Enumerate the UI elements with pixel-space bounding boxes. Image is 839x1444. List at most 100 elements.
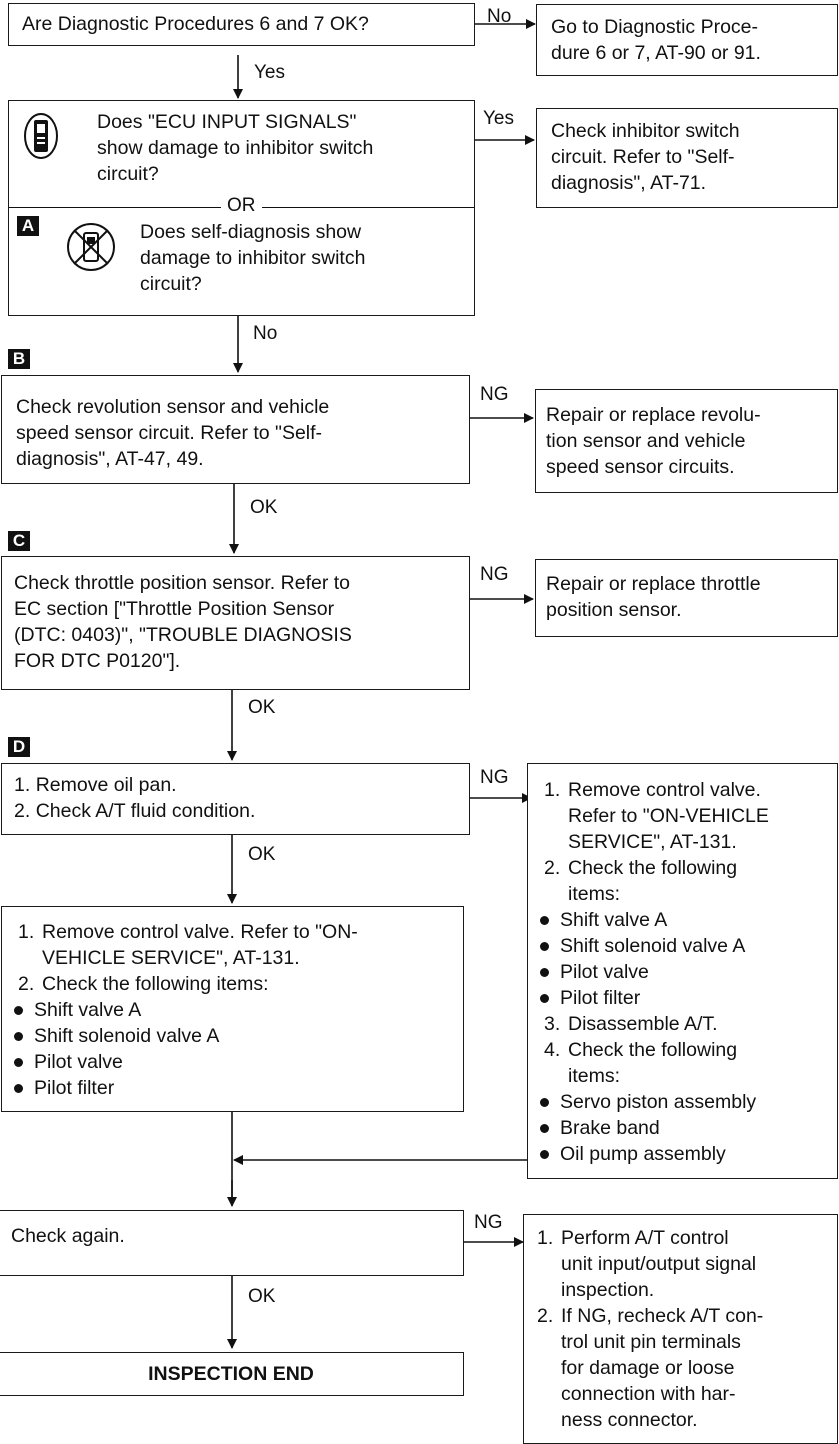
q2-consult-line-2: show damage to inhibitor switch — [97, 137, 374, 159]
question-1-text: Are Diagnostic Procedures 6 and 7 OK? — [22, 13, 369, 35]
r7-step-2-line-2: trol unit pin terminals — [561, 1331, 741, 1353]
r5-step-4: 4.Check the following — [544, 1039, 738, 1061]
r5-step-2: 2.Check the following — [544, 857, 738, 879]
q6-bullet-1: Shift valve A — [10, 997, 463, 1023]
q3-line-2: speed sensor circuit. Refer to "Self- — [16, 422, 323, 444]
result-1-box: Go to Diagnostic Proce- dure 6 or 7, AT-… — [536, 4, 838, 76]
r5-bullet-b-3: Oil pump assembly — [536, 1141, 837, 1167]
result-1-line-1: Go to Diagnostic Proce- — [551, 16, 759, 38]
label-ok-4: OK — [248, 1286, 276, 1307]
q2-self-line-3: circuit? — [140, 273, 202, 295]
result-3-box: Repair or replace revolu- tion sensor an… — [535, 389, 838, 493]
badge-a: A — [17, 216, 39, 236]
result-2-box: Check inhibitor switch circuit. Refer to… — [536, 108, 838, 208]
q3-line-3: diagnosis", AT-47, 49. — [16, 448, 204, 470]
q6-bullet-2: Shift solenoid valve A — [10, 1023, 463, 1049]
result-2-line-2: circuit. Refer to "Self- — [551, 146, 735, 168]
q5-item-2-text: Check A/T fluid condition. — [35, 800, 256, 822]
result-5-box: 1.Remove control valve. Refer to "ON-VEH… — [527, 763, 838, 1179]
inspection-end-box: INSPECTION END — [0, 1352, 464, 1396]
question-5-box: 1. Remove oil pan. 2. Check A/T fluid co… — [1, 763, 470, 835]
question-2-box: Does "ECU INPUT SIGNALS" show damage to … — [8, 100, 475, 316]
question-4-box: Check throttle position sensor. Refer to… — [1, 556, 470, 690]
question-1-box: Are Diagnostic Procedures 6 and 7 OK? — [8, 3, 475, 46]
result-2-line-3: diagnosis", AT-71. — [551, 172, 707, 194]
q6-list: 1.Remove control valve. Refer to "ON- VE… — [18, 919, 463, 997]
r5-step-1-cont-2: SERVICE", AT-131. — [568, 831, 737, 853]
r5-step-1-cont-1: Refer to "ON-VEHICLE — [568, 805, 769, 827]
label-yes-2: Yes — [483, 108, 514, 129]
q6-step-1-cont: VEHICLE SERVICE", AT-131. — [42, 947, 300, 969]
q3-line-1: Check revolution sensor and vehicle — [16, 396, 330, 418]
r5-bullet-b-1: Servo piston assembly — [536, 1089, 837, 1115]
r5-step-2-cont: items: — [568, 883, 621, 905]
r5-bullet-a-2: Shift solenoid valve A — [536, 933, 837, 959]
r5-bullet-a-1: Shift valve A — [536, 907, 837, 933]
label-ng-4: NG — [474, 1212, 503, 1233]
label-ng-1: NG — [480, 384, 509, 405]
label-ok-3: OK — [248, 844, 276, 865]
q6-bullets: Shift valve A Shift solenoid valve A Pil… — [10, 997, 463, 1101]
inspection-end-text: INSPECTION END — [148, 1363, 314, 1385]
result-5-list-b: 3.Disassemble A/T. 4.Check the following… — [544, 1011, 837, 1089]
q2-self-line-2: damage to inhibitor switch — [140, 247, 366, 269]
label-no-1: No — [487, 6, 512, 27]
r7-step-2-line-5: ness connector. — [561, 1409, 698, 1431]
q5-item-2: 2. Check A/T fluid condition. — [14, 800, 256, 822]
question-3-box: Check revolution sensor and vehicle spee… — [1, 375, 470, 484]
result-4-box: Repair or replace throttle position sens… — [535, 559, 838, 637]
q4-line-3: (DTC: 0403)", "TROUBLE DIAGNOSIS — [14, 624, 352, 646]
r5-bullets-a: Shift valve A Shift solenoid valve A Pil… — [536, 907, 837, 1011]
r7-step-1-line-3: inspection. — [561, 1279, 655, 1301]
r7-step-2-line-4: connection with har- — [561, 1383, 736, 1405]
consult-icon — [23, 111, 59, 161]
r5-bullet-a-3: Pilot valve — [536, 959, 837, 985]
result-5-list: 1.Remove control valve. Refer to "ON-VEH… — [544, 777, 837, 907]
q2-consult-line-1: Does "ECU INPUT SIGNALS" — [97, 111, 357, 133]
label-yes-1: Yes — [254, 62, 285, 83]
q6-step-1: 1.Remove control valve. Refer to "ON- — [18, 921, 358, 943]
question-6-box: 1.Remove control valve. Refer to "ON- VE… — [1, 906, 464, 1112]
result-3-line-3: speed sensor circuits. — [546, 456, 735, 478]
result-4-line-1: Repair or replace throttle — [546, 573, 761, 595]
label-ok-2: OK — [248, 697, 276, 718]
r5-step-3: 3.Disassemble A/T. — [544, 1013, 718, 1035]
label-ng-2: NG — [480, 564, 509, 585]
r7-step-1: 1. Perform A/T control unit input/output… — [537, 1225, 837, 1303]
q7-text: Check again. — [11, 1225, 125, 1247]
q2-consult-line-3: circuit? — [97, 163, 159, 185]
q6-bullet-4: Pilot filter — [10, 1075, 463, 1101]
result-2-line-1: Check inhibitor switch — [551, 120, 740, 142]
q5-item-1-text: Remove oil pan. — [35, 774, 177, 796]
result-3-line-2: tion sensor and vehicle — [546, 430, 746, 452]
result-3-line-1: Repair or replace revolu- — [546, 404, 761, 426]
result-7-box: 1. Perform A/T control unit input/output… — [523, 1214, 838, 1444]
r5-bullet-b-2: Brake band — [536, 1115, 837, 1141]
label-no-2: No — [253, 323, 278, 344]
badge-b: B — [8, 349, 30, 369]
badge-d: D — [8, 737, 30, 757]
r7-step-2-line-1: If NG, recheck A/T con- — [561, 1305, 764, 1327]
no-consult-icon — [65, 221, 117, 273]
badge-c: C — [8, 531, 30, 551]
result-4-line-2: position sensor. — [546, 599, 682, 621]
question-7-box: Check again. — [0, 1210, 464, 1276]
q4-line-1: Check throttle position sensor. Refer to — [14, 572, 351, 594]
q5-item-1: 1. Remove oil pan. — [14, 774, 177, 796]
r5-bullets-b: Servo piston assembly Brake band Oil pum… — [536, 1089, 837, 1167]
r5-step-4-cont: items: — [568, 1065, 621, 1087]
r7-step-2: 2. If NG, recheck A/T con- trol unit pin… — [537, 1303, 837, 1433]
q4-line-4: FOR DTC P0120"]. — [14, 650, 181, 672]
r5-bullet-a-4: Pilot filter — [536, 985, 837, 1011]
or-label: OR — [221, 195, 262, 217]
label-ok-1: OK — [250, 497, 278, 518]
q2-self-line-1: Does self-diagnosis show — [140, 221, 362, 243]
r7-step-1-line-2: unit input/output signal — [561, 1253, 757, 1275]
q6-bullet-3: Pilot valve — [10, 1049, 463, 1075]
r7-step-1-line-1: Perform A/T control — [561, 1227, 729, 1249]
q4-line-2: EC section ["Throttle Position Sensor — [14, 598, 335, 620]
r5-step-1: 1.Remove control valve. — [544, 779, 761, 801]
q6-step-2: 2.Check the following items: — [18, 973, 269, 995]
r7-step-2-line-3: for damage or loose — [561, 1357, 735, 1379]
